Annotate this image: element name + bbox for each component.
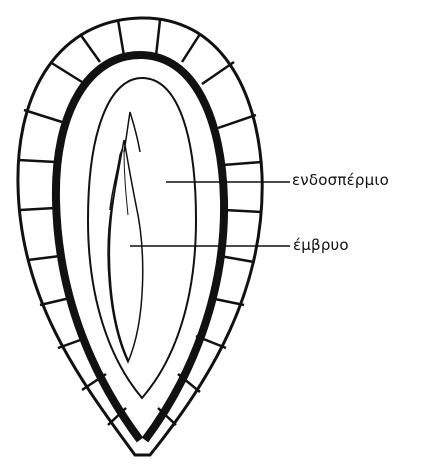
endosperm-label: ενδοσπέρμιο xyxy=(292,171,389,189)
endosperm-boundary xyxy=(88,78,196,398)
embryo-body xyxy=(108,140,143,362)
seed-coat-inner-dark-layer xyxy=(56,55,224,440)
embryo-label: έμβρυο xyxy=(293,236,349,254)
embryo-outline xyxy=(109,112,140,360)
